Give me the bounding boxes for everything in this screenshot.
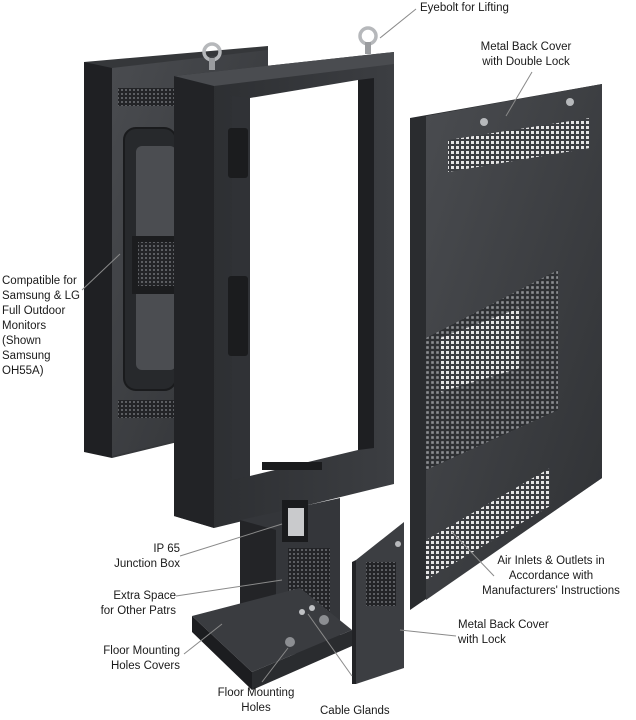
leader-junction [179,523,283,557]
leader-air [451,531,495,577]
lock-icon [480,118,488,126]
leader-floor-covers [183,623,223,655]
eyebolt-right [358,26,378,54]
floor-mounting-hole [285,637,295,647]
floor-base [192,588,352,690]
label-eyebolt: Eyebolt for Lifting [420,2,509,14]
floor-mounting-hole [319,615,329,625]
metal-back-cover-double-lock [410,84,602,610]
leader-eyebolt [379,8,417,39]
leader-compatible [81,253,121,291]
label-back-cover-double: Metal Back Cover with Double Lock [480,41,572,68]
monitor-bottom-vent [118,400,180,418]
leader-back-cover-double [505,71,533,117]
cable-gland [309,605,315,611]
front-frame [174,52,394,528]
label-floor-covers: Floor Mounting Holes Covers [103,645,180,672]
eyebolt-left [202,42,222,70]
cover-top-perforation [448,118,590,172]
label-compatible: Compatible for Samsung & LG Full Outdoor… [2,275,80,377]
label-air: Air Inlets & Outlets in Accordance with … [482,555,620,597]
leader-back-cover-lock [399,629,457,637]
label-extra-space: Extra Space for Other Patrs [100,590,176,617]
metal-back-cover-lock [352,522,404,684]
lock-icon [566,98,574,106]
leader-lines [81,8,533,683]
cable-gland [299,609,305,615]
label-cable-glands: Cable Glands [320,705,390,717]
cover-bottom-perforation [426,468,550,580]
label-floor-holes: Floor Mounting Holes [217,687,295,714]
monitor-top-vent [118,88,180,106]
label-back-cover-lock: Metal Back Cover with Lock [458,619,549,646]
leader-cable-glands [307,613,353,677]
lock-icon [395,541,401,547]
leader-floor-holes [261,647,289,683]
label-junction: IP 65 Junction Box [114,543,180,570]
leader-extra-space [175,579,283,597]
